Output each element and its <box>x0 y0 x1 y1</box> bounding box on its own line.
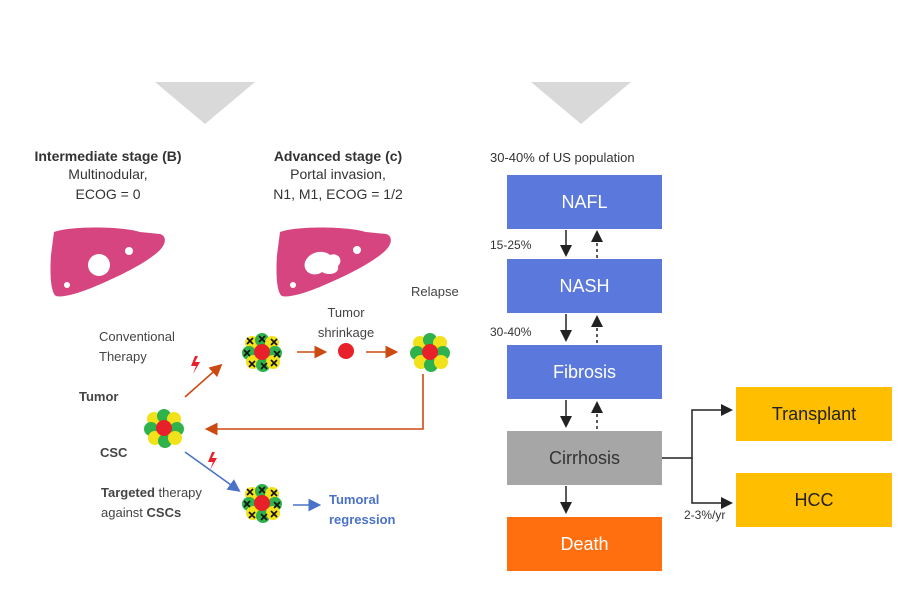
targeted-word: Targeted <box>101 485 155 500</box>
intermediate-stage-line1: Multinodular, <box>68 166 148 182</box>
relapse-label: Relapse <box>411 284 459 299</box>
targeted-therapy-label: Targeted therapy against CSCs <box>101 483 202 523</box>
nafl-box: NAFL <box>507 175 662 229</box>
rate-nash-fibrosis: 30-40% <box>490 325 532 339</box>
hcc-box: HCC <box>736 473 892 527</box>
rate-cirrhosis-hcc: 2-3%/yr <box>684 508 726 522</box>
tumor-shrinkage-line1: Tumor <box>327 305 365 320</box>
cirrhosis-box: Cirrhosis <box>507 431 662 485</box>
tumor-cluster-csc <box>144 409 184 448</box>
cscs-word: CSCs <box>146 505 182 520</box>
advanced-stage-title: Advanced stage (c) <box>273 148 403 164</box>
triangle-right <box>531 82 631 124</box>
shrunk-tumor-cell <box>338 343 354 359</box>
conventional-line2: Therapy <box>99 349 147 364</box>
advanced-stage-block: Advanced stage (c) Portal invasion, N1, … <box>238 148 438 204</box>
tumor-cluster-conventional <box>242 333 282 372</box>
triangle-left <box>155 82 255 124</box>
regression-line2: regression <box>329 512 396 527</box>
lightning-icon-conventional <box>191 356 200 374</box>
therapy-word: therapy <box>154 485 202 500</box>
lightning-icon-targeted <box>208 452 217 470</box>
conventional-line1: Conventional <box>99 329 175 344</box>
tumor-label: Tumor <box>79 389 119 404</box>
death-box: Death <box>507 517 662 571</box>
liver-advanced-icon <box>276 227 391 297</box>
intermediate-stage-line2: ECOG = 0 <box>75 186 141 202</box>
tumor-shrinkage-line2: shrinkage <box>317 325 375 340</box>
csc-label: CSC <box>100 445 128 460</box>
rate-nafl-nash: 15-25% <box>490 238 532 252</box>
regression-line1: Tumoral <box>329 492 380 507</box>
intermediate-stage-block: Intermediate stage (B) Multinodular, ECO… <box>14 148 202 204</box>
tumor-shrinkage-label: Tumor shrinkage <box>306 303 386 343</box>
against-word: against <box>101 505 147 520</box>
advanced-stage-line2: N1, M1, ECOG = 1/2 <box>273 186 403 202</box>
tumor-cluster-relapse <box>410 333 450 372</box>
tumor-cluster-targeted <box>242 484 282 523</box>
transplant-box: Transplant <box>736 387 892 441</box>
population-label: 30-40% of US population <box>490 150 635 165</box>
nash-box: NASH <box>507 259 662 313</box>
fibrosis-box: Fibrosis <box>507 345 662 399</box>
advanced-stage-line1: Portal invasion, <box>290 166 386 182</box>
tumoral-regression-label: Tumoral regression <box>329 490 395 530</box>
liver-intermediate-icon <box>50 227 165 297</box>
intermediate-stage-title: Intermediate stage (B) <box>34 148 182 164</box>
conventional-therapy-label: Conventional Therapy <box>99 327 175 367</box>
